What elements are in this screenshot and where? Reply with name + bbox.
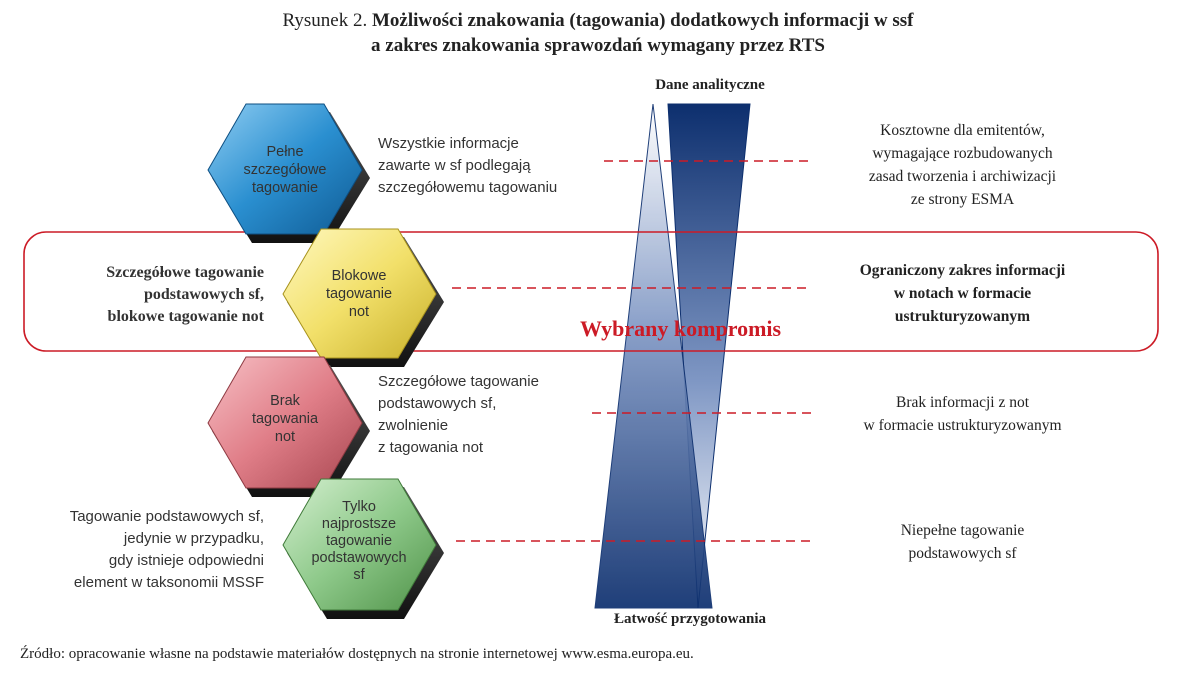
axis-label-top: Dane analityczne xyxy=(655,77,765,93)
hexagon-full-tagging xyxy=(207,103,370,243)
hexagon-block-tagging xyxy=(282,228,444,367)
hexagon-simple-tagging xyxy=(282,478,444,619)
title-line-1: Możliwości znakowania (tagowania) dodatk… xyxy=(372,10,914,31)
figure-number: Rysunek 2. xyxy=(282,10,368,31)
compromise-label: Wybrany kompromis xyxy=(580,316,782,341)
wedge-ease-of-preparation xyxy=(594,103,713,609)
source-note: Źródło: opracowanie własne na podstawie … xyxy=(20,646,694,662)
compromise-box xyxy=(23,231,1159,352)
description-simple-tagging: Tagowanie podstawowych sf,jedynie w przy… xyxy=(69,508,264,591)
note-costly: Kosztowne dla emitentów,wymagające rozbu… xyxy=(868,122,1057,208)
figure-title: Rysunek 2. Możliwości znakowania (tagowa… xyxy=(0,8,1196,58)
hexagon-no-tagging xyxy=(207,356,370,497)
title-line-2: a zakres znakowania sprawozdań wymagany … xyxy=(371,35,825,56)
axis-label-bottom: Łatwość przygotowania xyxy=(613,611,767,627)
